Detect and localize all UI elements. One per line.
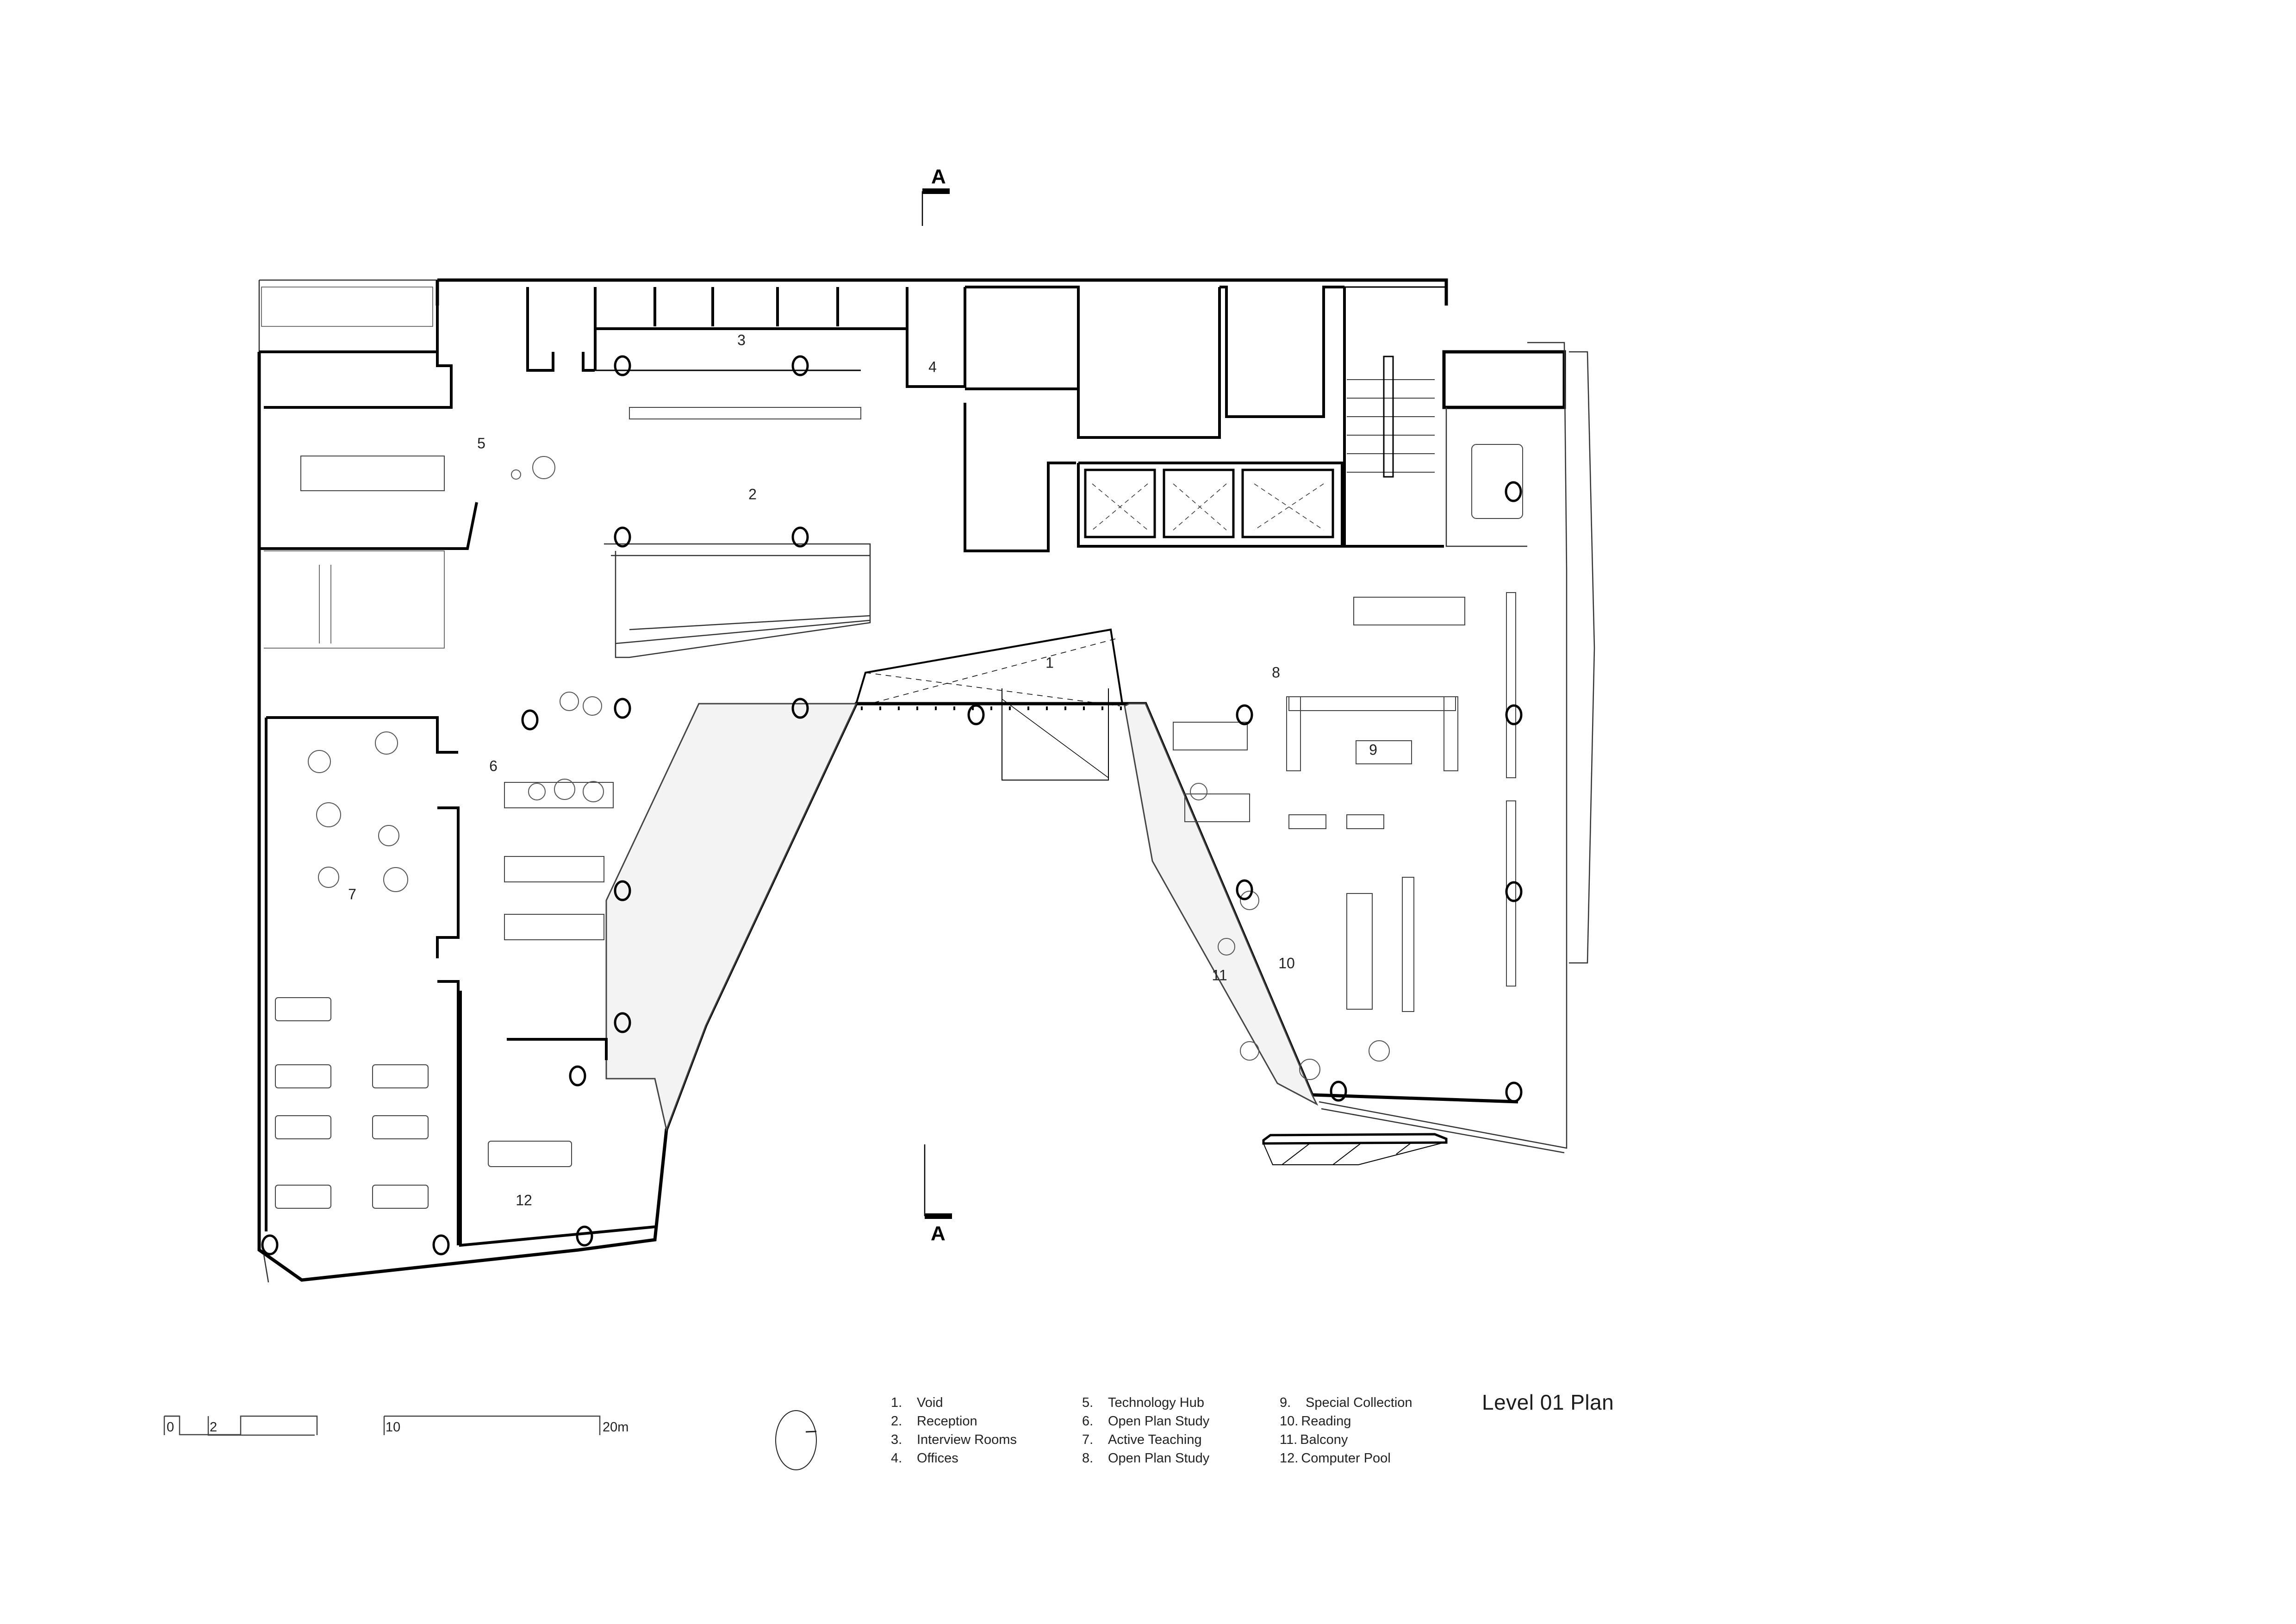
section-letter-top: A (931, 165, 946, 188)
room-number-8: 8 (1272, 664, 1280, 681)
legend-item-interview-rooms: 3.Interview Rooms (891, 1432, 1017, 1447)
column-marker (1505, 881, 1523, 902)
column-marker (1505, 1081, 1523, 1103)
column-marker (1236, 879, 1253, 900)
technology-hub-walls (259, 280, 595, 550)
exterior-thin-lines (258, 279, 1595, 1283)
drawing-title: Level 01 Plan (1482, 1390, 1614, 1414)
scale-label-20m: 20m (603, 1420, 629, 1435)
legend-column-1: 1.Void 2.Reception 3.Interview Rooms 4.O… (891, 1393, 1017, 1468)
scale-bar (163, 1415, 601, 1436)
canopy (1262, 1133, 1448, 1165)
exterior-walls (257, 278, 1566, 1282)
room-number-1: 1 (1045, 654, 1054, 671)
legend-item-offices: 4.Offices (891, 1451, 958, 1466)
column-marker (261, 1234, 279, 1255)
stair-left (261, 287, 445, 649)
column-marker (791, 355, 809, 376)
room-number-12: 12 (516, 1192, 532, 1209)
stair-core-right (1343, 286, 1446, 548)
column-marker (569, 1065, 586, 1087)
legend-column-2: 5.Technology Hub 6.Open Plan Study 7.Act… (1082, 1393, 1209, 1468)
balcony-right (1124, 703, 1319, 1106)
legend-item-reception: 2.Reception (891, 1414, 977, 1429)
scale-label-2: 2 (210, 1420, 218, 1435)
structural-columns (261, 355, 1523, 1255)
column-marker (614, 880, 631, 901)
section-cut-top (921, 188, 950, 226)
core-walls (906, 286, 1344, 552)
column-marker (576, 1225, 593, 1247)
scale-label-10: 10 (386, 1420, 401, 1435)
lift-cross (1092, 483, 1324, 531)
legend-item-open-plan-study-6: 6.Open Plan Study (1082, 1414, 1210, 1429)
legend-item-open-plan-study-8: 8.Open Plan Study (1082, 1451, 1210, 1466)
room-number-3: 3 (737, 331, 746, 349)
column-marker (614, 698, 631, 719)
void-outline (842, 628, 1148, 781)
legend-item-special-collection: 9.Special Collection (1280, 1395, 1412, 1410)
legend-item-computer-pool: 12.Computer Pool (1280, 1451, 1391, 1466)
column-marker (791, 526, 809, 548)
scale-label-0: 0 (167, 1420, 174, 1435)
tables (275, 407, 1523, 1209)
legend-item-active-teaching: 7.Active Teaching (1082, 1432, 1202, 1447)
column-marker (1236, 704, 1253, 725)
north-arrow (775, 1410, 817, 1470)
room-number-7: 7 (348, 886, 356, 903)
room-number-5: 5 (477, 435, 485, 452)
legend-item-technology-hub: 5.Technology Hub (1082, 1395, 1204, 1410)
room-number-11: 11 (1212, 967, 1227, 984)
lounge-furniture (308, 456, 1390, 1080)
column-marker (791, 698, 809, 719)
column-marker (967, 704, 985, 725)
section-letter-bottom: A (931, 1222, 946, 1245)
central-stair (604, 543, 871, 658)
column-marker (432, 1234, 450, 1255)
room-number-6: 6 (489, 757, 498, 775)
column-marker (614, 355, 631, 376)
legend-item-reading: 10.Reading (1280, 1414, 1351, 1429)
column-marker (1505, 704, 1523, 725)
legend-item-void: 1.Void (891, 1395, 943, 1410)
room-number-4: 4 (928, 358, 937, 375)
column-marker (1330, 1081, 1347, 1102)
interview-rooms (594, 287, 908, 371)
legend-item-balcony: 11.Balcony (1280, 1432, 1348, 1447)
computer-pool-walls (459, 991, 655, 1247)
column-marker (1505, 481, 1522, 502)
column-marker (614, 1012, 631, 1033)
section-cut-bottom (924, 1144, 952, 1219)
column-marker (521, 709, 539, 731)
legend-column-3: 9.Special Collection 10.Reading 11.Balco… (1280, 1393, 1412, 1468)
active-teaching-walls (265, 716, 460, 1245)
room-number-9: 9 (1369, 741, 1377, 758)
column-marker (614, 526, 631, 548)
room-number-10: 10 (1278, 955, 1295, 972)
room-number-2: 2 (748, 486, 757, 503)
balcony-left (605, 703, 858, 1132)
